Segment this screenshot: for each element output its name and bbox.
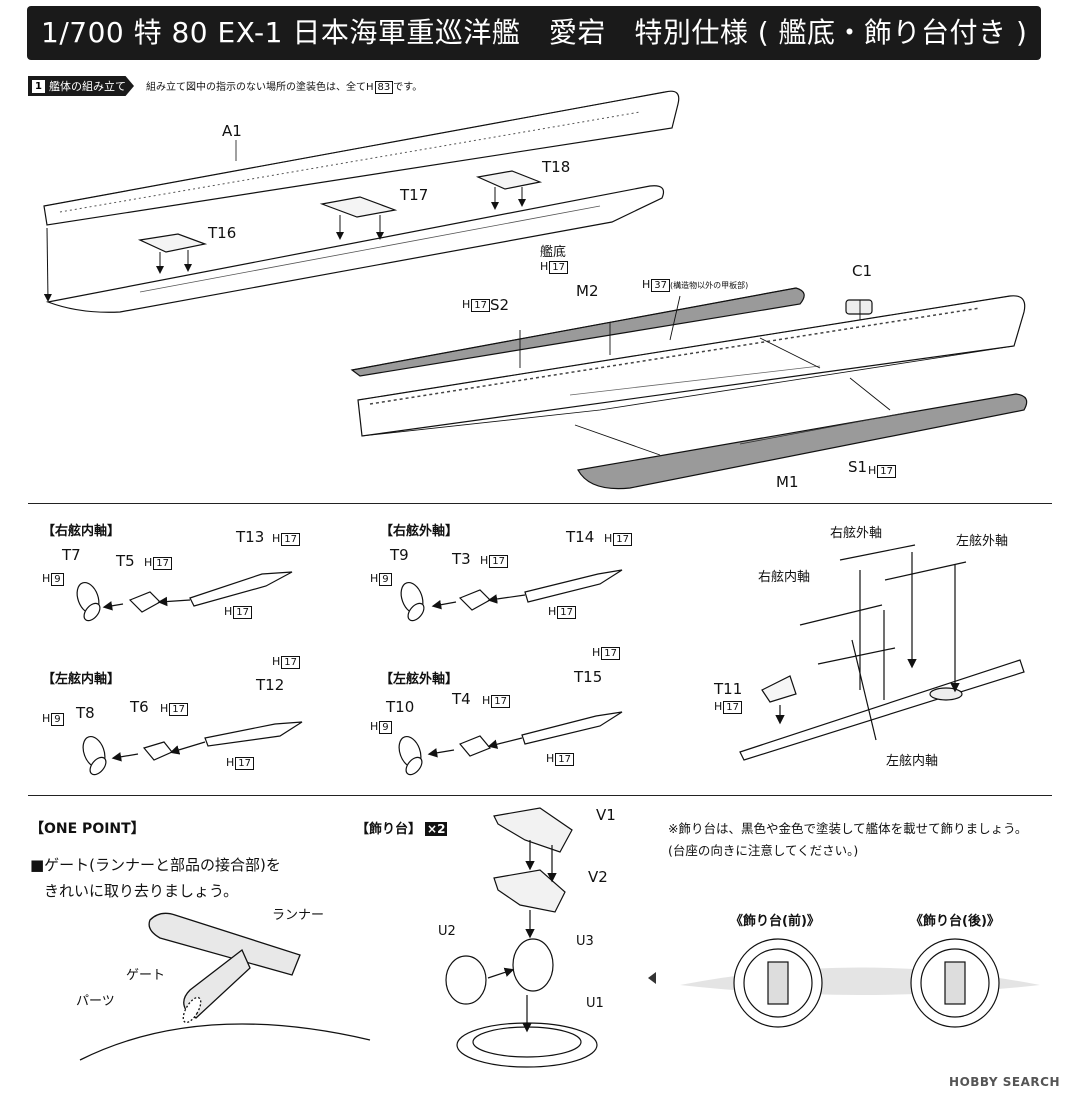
part-label-u1: U1 (586, 996, 604, 1011)
part-label-m1: M1 (776, 473, 799, 491)
stand-v1 (493, 807, 573, 853)
label-port-outer: 左舷外軸 (956, 534, 1009, 549)
one-point-title: 【ONE POINT】 (30, 821, 145, 837)
part-label-m2: M2 (576, 282, 599, 300)
one-point-text: ■ゲート(ランナーと部品の接合部)を きれいに取り去りましょう。 (30, 856, 281, 900)
part-label-a1: A1 (222, 122, 242, 140)
label-stand-rear: 《飾り台(後)》 (910, 914, 1000, 929)
hull-bottom-m1-drawing (577, 393, 1028, 490)
gate-diagram (79, 912, 371, 1061)
section-divider (28, 795, 1052, 796)
stand-u2 (445, 955, 487, 1005)
section-port-outer: 【左舷外軸】 (380, 672, 459, 687)
stand-v2 (493, 869, 566, 913)
bracket-t11 (761, 675, 797, 703)
part-label-t14: T14 (566, 528, 595, 546)
stand-multiplier: ×2 (425, 822, 448, 836)
part-label-t7: T7 (62, 546, 81, 564)
part-label-t10: T10 (386, 698, 415, 716)
part-label-s1: S1 (848, 458, 868, 476)
part-label-t12: T12 (256, 676, 285, 694)
section-starboard-outer: 【右舷外軸】 (380, 524, 459, 539)
part-label-t5: T5 (116, 552, 135, 570)
label-starboard-outer: 右舷外軸 (830, 526, 883, 541)
part-label-t3: T3 (452, 550, 471, 568)
plate-t17 (319, 196, 398, 218)
part-label-v1: V1 (596, 806, 616, 824)
step-1-label: 1 艦体の組み立て (28, 76, 134, 96)
part-label-t4: T4 (452, 690, 471, 708)
part-label-s2: S2 (490, 296, 510, 314)
deck-m2-drawing (350, 287, 805, 377)
shaft-assembly-drawing (739, 544, 1025, 761)
part-label-t18: T18 (542, 158, 571, 176)
color-code-box: 83 (374, 81, 394, 94)
label-port-inner: 左舷内軸 (886, 754, 939, 769)
section-starboard-inner: 【右舷内軸】 (42, 524, 121, 539)
turret-c1 (845, 299, 873, 315)
part-label-t13: T13 (236, 528, 265, 546)
part-label-u3: U3 (576, 934, 594, 949)
label-stand-front: 《飾り台(前)》 (730, 914, 820, 929)
label-part: パーツ (76, 994, 115, 1009)
hull-a1-drawing (43, 90, 680, 226)
plate-t16 (137, 233, 208, 253)
step-number: 1 (32, 79, 45, 93)
part-label-kantei: 艦底 (540, 245, 567, 260)
section-divider (28, 503, 1052, 504)
part-label-t6: T6 (130, 698, 149, 716)
hull-deck-drawing (357, 295, 1026, 437)
page-title: 1/700 特 80 EX-1 日本海軍重巡洋艦 愛宕 特別仕様 ( 艦底・飾り… (27, 6, 1041, 60)
section-port-inner: 【左舷内軸】 (42, 672, 121, 687)
stand-views (648, 938, 1040, 1028)
label-starboard-inner: 右舷内軸 (758, 570, 811, 585)
part-label-v2: V2 (588, 868, 608, 886)
shaft-drawings (76, 569, 623, 776)
label-runner: ランナー (272, 908, 325, 923)
step-title: 艦体の組み立て (49, 80, 126, 93)
part-label-t15: T15 (574, 668, 603, 686)
stand-u3 (512, 938, 554, 992)
stand-diagram (445, 807, 598, 1068)
part-label-t11: T11 (714, 680, 743, 698)
hull-bottom-drawing (45, 185, 665, 313)
stand-note: ※飾り台は、黒色や金色で塗装して艦体を載せて飾りましょう。 (台座の向きに注意し… (668, 821, 1028, 858)
plate-t18 (475, 170, 543, 190)
stand-title: 【飾り台】×2 (356, 822, 448, 837)
deck-plates-drawing (137, 170, 543, 253)
part-label-t8: T8 (76, 704, 95, 722)
label-gate: ゲート (126, 968, 166, 983)
part-label-c1: C1 (852, 262, 873, 280)
part-label-t16: T16 (208, 224, 237, 242)
part-label-t17: T17 (400, 186, 429, 204)
part-label-u2: U2 (438, 924, 456, 939)
watermark-logo: HOBBY SEARCH (949, 1075, 1060, 1089)
part-label-t9: T9 (390, 546, 409, 564)
